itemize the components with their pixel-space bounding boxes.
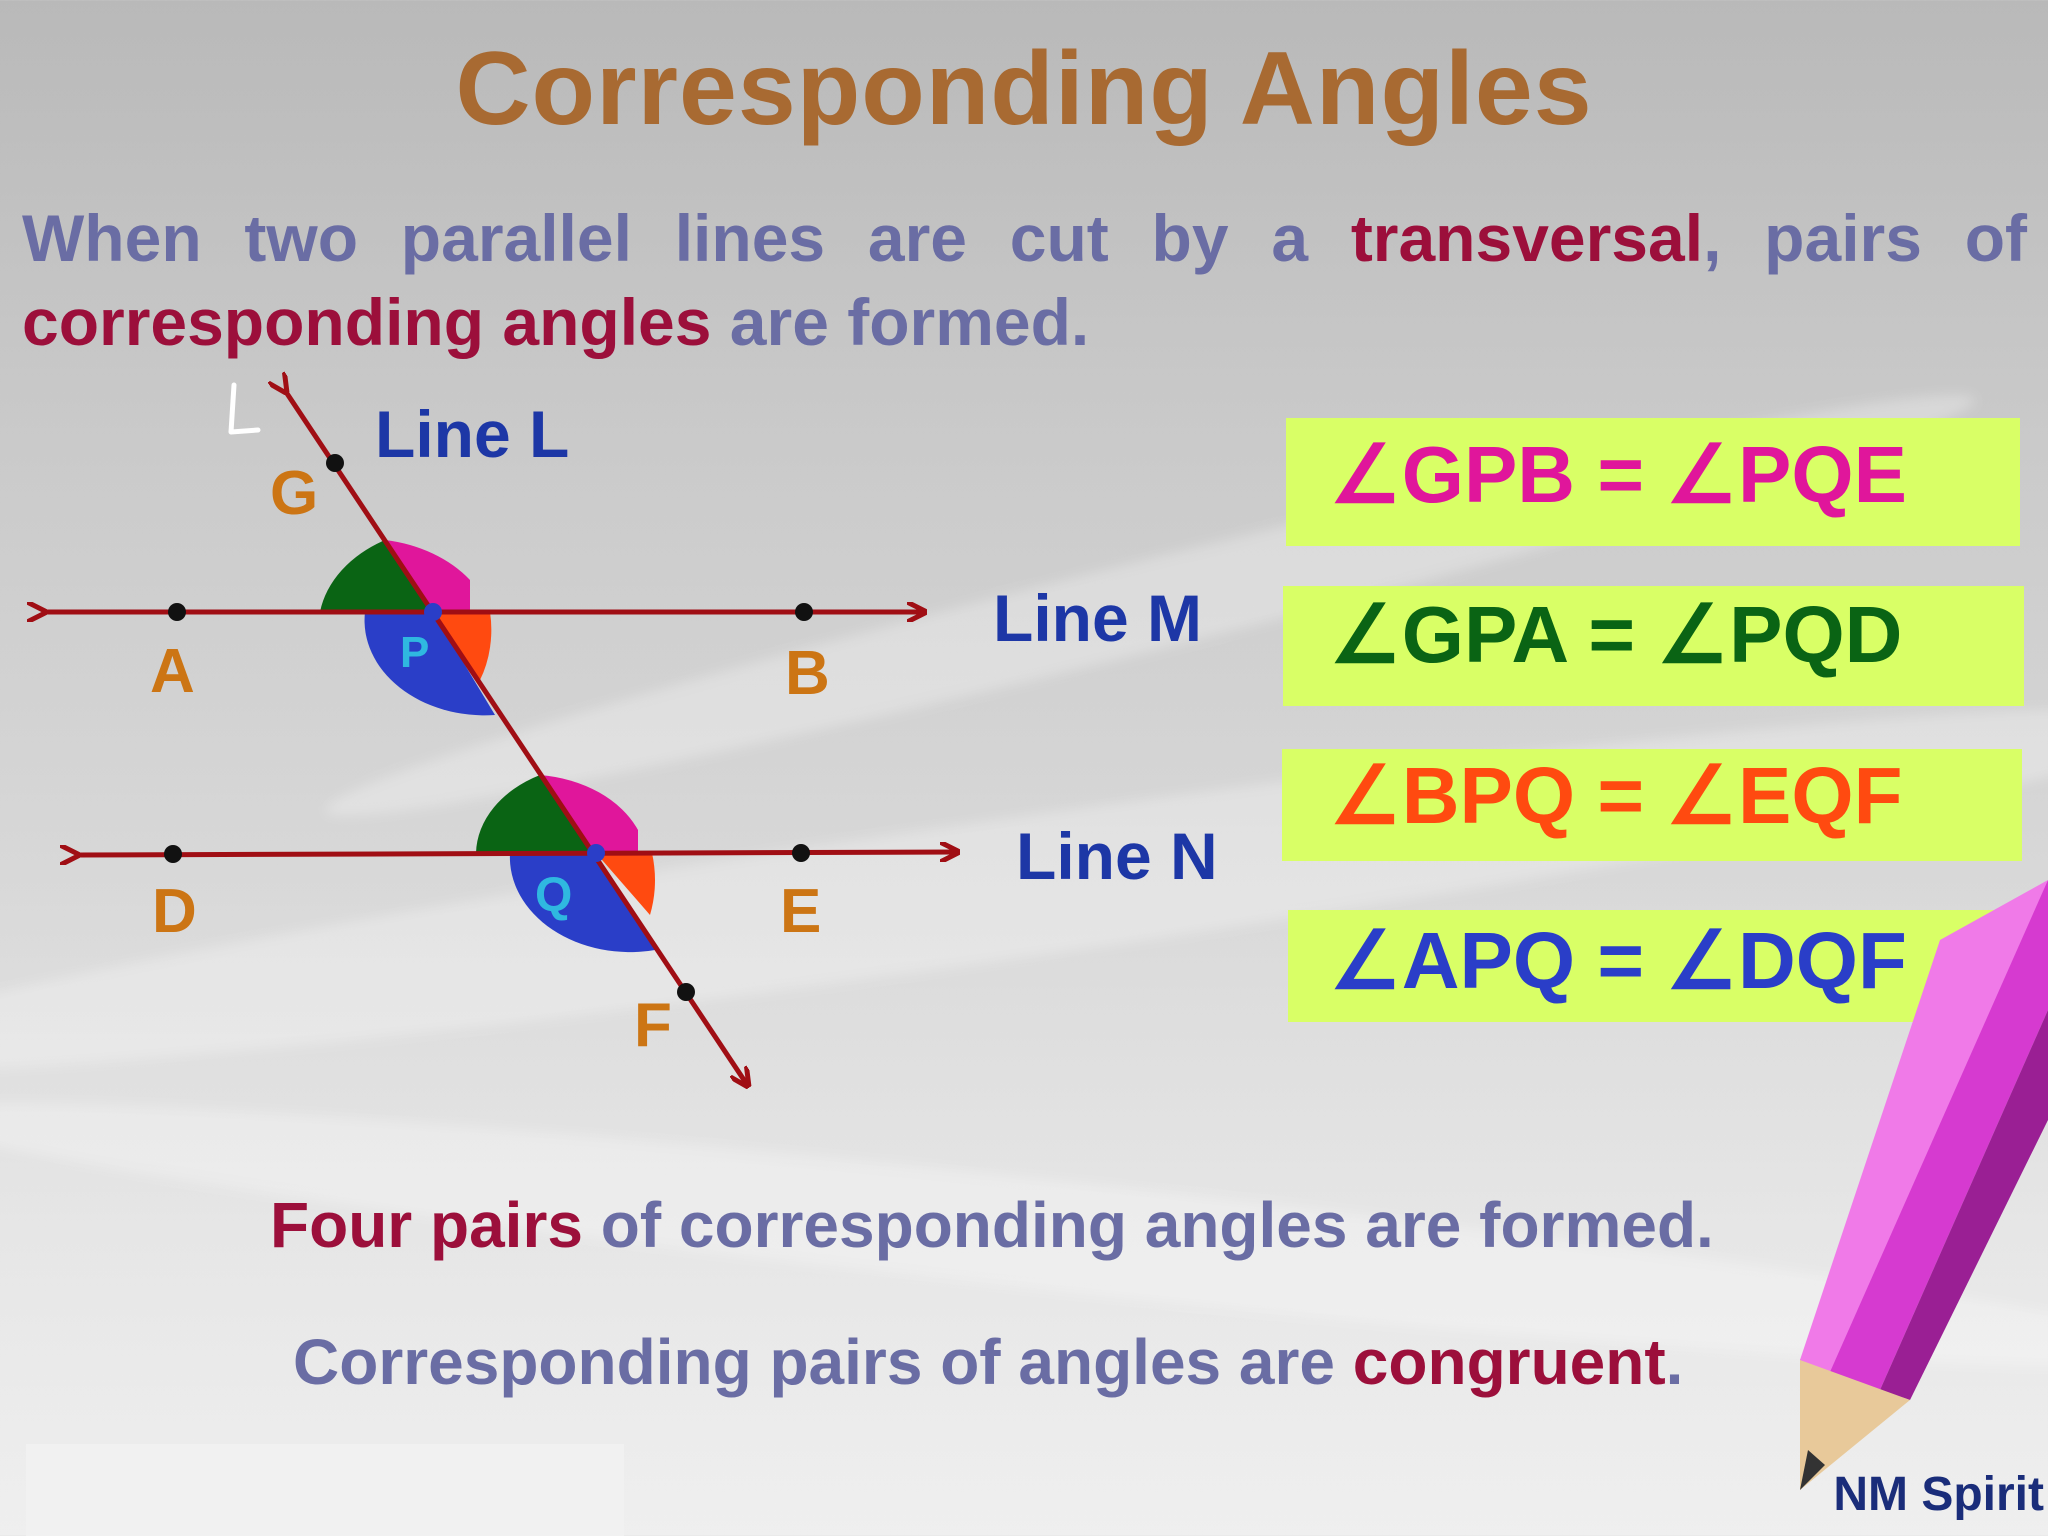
label-e: E: [780, 877, 822, 946]
equality-1: ∠GPB = ∠PQE: [1330, 428, 1907, 521]
label-p: P: [400, 628, 430, 677]
bottom-line-2-start: Corresponding pairs of angles are: [293, 1326, 1353, 1398]
bottom-line-2-end: .: [1665, 1326, 1684, 1398]
point-g: [326, 454, 344, 472]
equality-4-left: ∠APQ: [1330, 916, 1576, 1005]
equality-box-4: ∠APQ = ∠DQF: [1288, 910, 2015, 1022]
bottom-line-2-highlight: congruent: [1352, 1326, 1666, 1398]
bottom-line-1-highlight: Four pairs: [270, 1189, 583, 1261]
intro-corresponding-angles: corresponding angles: [22, 285, 712, 359]
bottom-line-1-rest: of corresponding angles are formed.: [582, 1189, 1714, 1261]
intro-part3: are formed.: [711, 285, 1090, 359]
equality-box-2: ∠GPA = ∠PQD: [1283, 586, 2024, 706]
equality-1-eq: =: [1597, 430, 1645, 519]
intro-text: When two parallel lines are cut by a tra…: [22, 196, 2027, 364]
label-f: F: [634, 991, 672, 1060]
label-q: Q: [535, 869, 573, 922]
label-d: D: [152, 877, 197, 946]
equality-box-3: ∠BPQ = ∠EQF: [1282, 749, 2022, 861]
equality-box-1: ∠GPB = ∠PQE: [1286, 418, 2020, 546]
equality-2: ∠GPA = ∠PQD: [1330, 588, 1902, 681]
bottom-line-1: Four pairs of corresponding angles are f…: [270, 1188, 1714, 1262]
equality-2-right: ∠PQD: [1657, 590, 1903, 679]
bottom-line-2: Corresponding pairs of angles are congru…: [293, 1325, 1683, 1399]
label-g: G: [270, 459, 319, 528]
footer-brand: NM Spirit: [1833, 1468, 2044, 1521]
equality-4-eq: =: [1597, 916, 1645, 1005]
handwritten-l-mark: [228, 382, 261, 435]
equality-2-left: ∠GPA: [1330, 590, 1567, 679]
page-title: Corresponding Angles: [455, 31, 1593, 147]
label-line-n: Line N: [1016, 819, 1218, 893]
point-e: [792, 844, 810, 862]
equality-3-eq: =: [1597, 751, 1645, 840]
equality-3: ∠BPQ = ∠EQF: [1330, 749, 1902, 842]
label-line-m: Line M: [993, 581, 1202, 655]
point-d: [164, 845, 182, 863]
equality-1-left: ∠GPB: [1330, 430, 1576, 519]
equality-4-right: ∠DQF: [1666, 916, 1907, 1005]
point-a: [168, 603, 186, 621]
point-q: [587, 844, 605, 862]
point-b: [795, 603, 813, 621]
equality-3-left: ∠BPQ: [1330, 751, 1576, 840]
equality-1-right: ∠PQE: [1666, 430, 1907, 519]
point-f: [677, 983, 695, 1001]
intro-transversal: transversal: [1350, 201, 1704, 275]
label-b: B: [785, 639, 830, 708]
intro-part2: , pairs of: [1703, 201, 2027, 275]
label-a: A: [150, 637, 195, 706]
equality-3-right: ∠EQF: [1666, 751, 1903, 840]
line-l-transversal: [286, 392, 748, 1086]
blank-panel: [26, 1444, 624, 1536]
equality-4: ∠APQ = ∠DQF: [1330, 914, 1907, 1007]
equality-2-eq: =: [1588, 590, 1636, 679]
point-p: [424, 603, 442, 621]
label-line-l: Line L: [375, 397, 570, 471]
intro-part1: When two parallel lines are cut by a: [22, 201, 1351, 275]
